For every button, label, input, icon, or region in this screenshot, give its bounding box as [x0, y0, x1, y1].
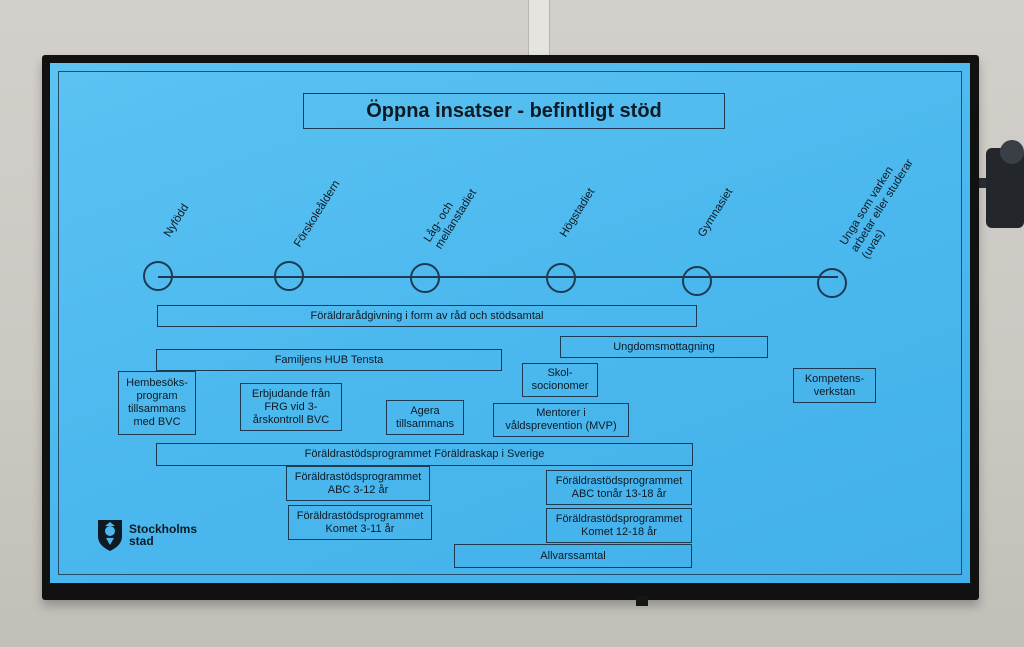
- box-skolsocionomer: Skol- socionomer: [522, 363, 598, 397]
- box-erbjudande-frg: Erbjudande från FRG vid 3- årskontroll B…: [240, 383, 342, 431]
- timeline-node-forskolealdern: [274, 261, 304, 291]
- wall-panel: [528, 0, 550, 58]
- timeline-node-nyfodd: [143, 261, 173, 291]
- box-foraldraskap-i-sverige: Föräldrastödsprogrammet Föräldraskap i S…: [156, 443, 693, 466]
- slide-frame: [58, 71, 962, 575]
- tv-indicator: [636, 596, 648, 606]
- timeline-node-uvas: [817, 268, 847, 298]
- timeline-line: [158, 276, 838, 278]
- box-familjens-hub: Familjens HUB Tensta: [156, 349, 502, 371]
- box-ungdomsmottagning: Ungdomsmottagning: [560, 336, 768, 358]
- shield-icon: [98, 520, 122, 551]
- box-agera-tillsammans: Agera tillsammans: [386, 400, 464, 435]
- timeline-node-gymnasiet: [682, 266, 712, 296]
- box-foraldraradgivning: Föräldrarådgivning i form av råd och stö…: [157, 305, 697, 327]
- timeline-node-lag-mellanstadiet: [410, 263, 440, 293]
- box-abc-3-12: Föräldrastödsprogrammet ABC 3-12 år: [286, 466, 430, 501]
- conference-camera: [978, 140, 1024, 232]
- box-mentorer-mvp: Mentorer i våldsprevention (MVP): [493, 403, 629, 437]
- presentation-slide: Öppna insatser - befintligt stöd Nyfödd …: [50, 63, 970, 583]
- box-abc-tonar: Föräldrastödsprogrammet ABC tonår 13-18 …: [546, 470, 692, 505]
- box-kompetensverkstan: Kompetens- verkstan: [793, 368, 876, 403]
- stockholms-stad-logo: Stockholms stad: [96, 518, 197, 552]
- box-komet-3-11: Föräldrastödsprogrammet Komet 3-11 år: [288, 505, 432, 540]
- logo-text: Stockholms stad: [129, 522, 198, 548]
- box-komet-12-18: Föräldrastödsprogrammet Komet 12-18 år: [546, 508, 692, 543]
- box-allvarssamtal: Allvarssamtal: [454, 544, 692, 568]
- slide-title: Öppna insatser - befintligt stöd: [303, 93, 725, 129]
- timeline-node-hogstadiet: [546, 263, 576, 293]
- box-hembesoksprogram: Hembesöks- program tillsammans med BVC: [118, 371, 196, 435]
